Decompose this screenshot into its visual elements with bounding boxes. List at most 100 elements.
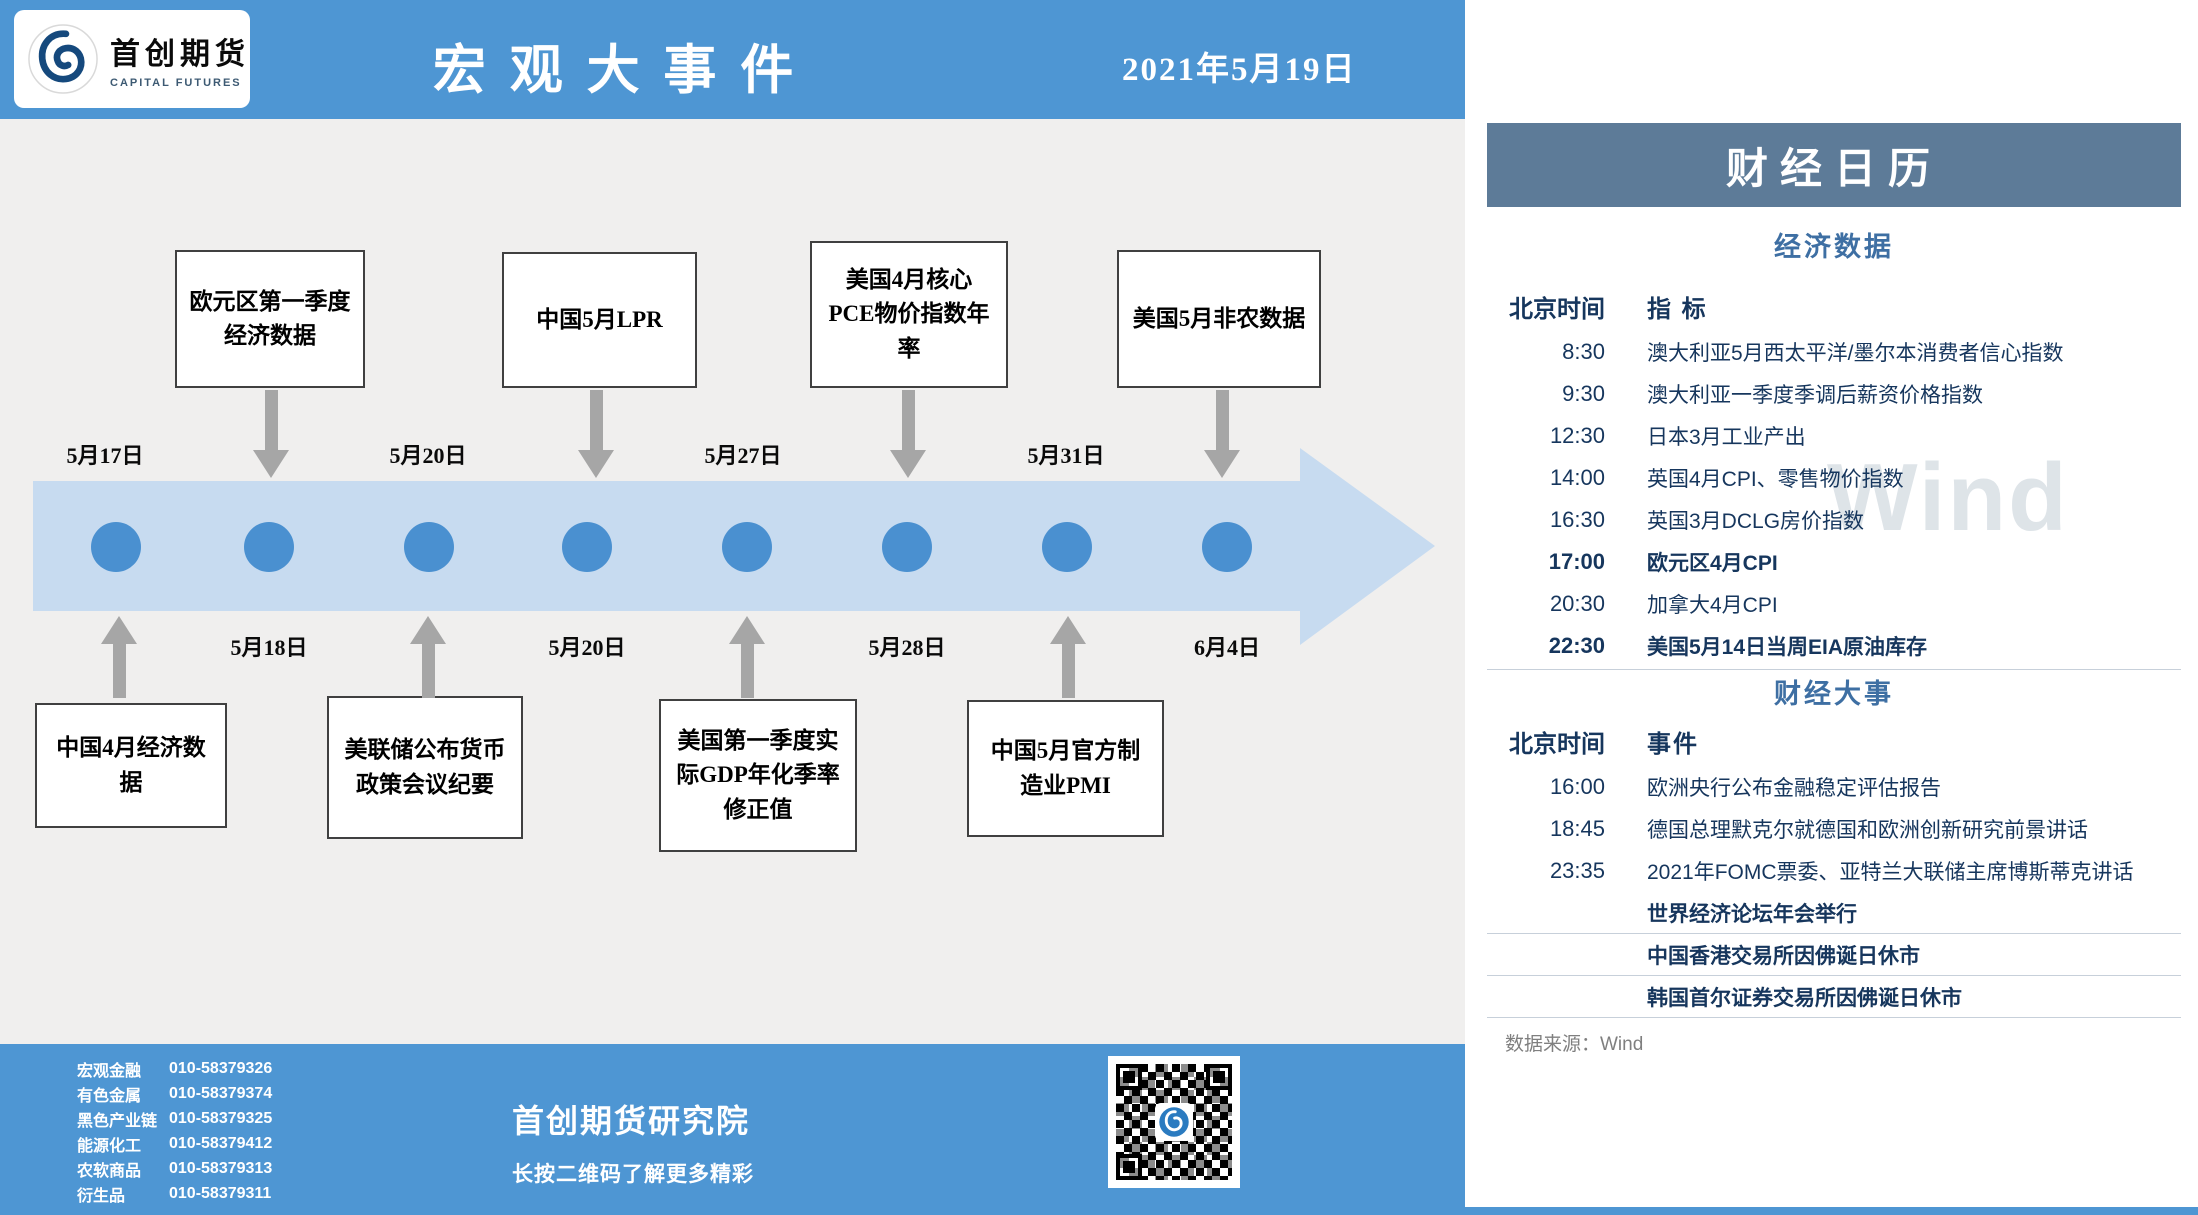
row-text: 美国5月14日当周EIA原油库存 xyxy=(1647,636,1928,659)
timeline-node-4 xyxy=(562,522,612,572)
qr-code xyxy=(1108,1056,1240,1188)
row-time: 17:00 xyxy=(1548,549,1605,574)
event-row: 世界经济论坛年会举行 xyxy=(1487,892,2181,934)
row-text: 中国香港交易所因佛诞日休市 xyxy=(1647,944,1920,968)
qr-finder-icon xyxy=(1206,1064,1232,1090)
events-columns-header: 北京时间 事件 xyxy=(1487,726,2181,758)
contact-label: 能源化工 xyxy=(77,1137,142,1155)
event-row: 韩国首尔证券交易所因佛诞日休市 xyxy=(1487,976,2181,1018)
row-text: 英国3月DCLG房价指数 xyxy=(1647,510,1865,533)
footer-bar: 宏观金融 010-58379326 有色金属 010-58379374 黑色产业链 0… xyxy=(0,1044,1465,1215)
event-box-china-lpr: 中国5月LPR xyxy=(502,252,697,388)
bottom-accent-strip xyxy=(0,1207,2198,1215)
capital-futures-logo-icon xyxy=(26,22,100,96)
header-bar: 首创期货 CAPITAL FUTURES 宏观大事件 2021年5月19日 xyxy=(0,0,1465,119)
calendar-title-bar: 财经日历 xyxy=(1487,123,2181,207)
contact-label: 黑色产业链 xyxy=(77,1112,158,1130)
contact-list: 宏观金融 010-58379326 有色金属 010-58379374 黑色产业链 0… xyxy=(77,1056,272,1206)
wind-watermark: Wind xyxy=(1827,444,2069,551)
contact-phone: 010-58379325 xyxy=(169,1109,273,1127)
logo-block: 首创期货 CAPITAL FUTURES xyxy=(14,10,250,108)
timeline-node-3 xyxy=(404,522,454,572)
row-text: 欧洲央行公布金融稳定评估报告 xyxy=(1647,777,1941,800)
event-box-fomc-minutes: 美联储公布货币政策会议纪要 xyxy=(327,696,523,839)
row-time: 22:30 xyxy=(1548,633,1605,658)
down-arrow-icon xyxy=(578,390,614,478)
up-arrow-icon xyxy=(410,616,446,698)
economic-row: 9:30 澳大利亚一季度季调后薪资价格指数 xyxy=(1487,373,2181,415)
row-text: 澳大利亚一季度季调后薪资价格指数 xyxy=(1647,384,1983,407)
qr-finder-icon xyxy=(1116,1154,1142,1180)
row-text: 欧元区4月CPI xyxy=(1647,552,1778,575)
event-box-us-gdp-revision: 美国第一季度实际GDP年化季率修正值 xyxy=(659,699,857,852)
row-time: 16:30 xyxy=(1549,507,1605,532)
timeline-date-3: 5月20日 xyxy=(389,443,467,468)
contact-phone: 010-58379326 xyxy=(169,1059,273,1077)
event-column-header: 事件 xyxy=(1647,730,1699,758)
event-row: 中国香港交易所因佛诞日休市 xyxy=(1487,934,2181,976)
event-box-eurozone-q1-gdp: 欧元区第一季度经济数据 xyxy=(175,250,365,388)
row-text: 英国4月CPI、零售物价指数 xyxy=(1647,468,1904,491)
time-column-header: 北京时间 xyxy=(1509,730,1605,758)
row-time: 9:30 xyxy=(1562,381,1605,406)
timeline-date-6: 5月28日 xyxy=(868,635,946,660)
economic-row: 17:00 欧元区4月CPI xyxy=(1487,541,2181,583)
event-box-us-nonfarm: 美国5月非农数据 xyxy=(1117,250,1321,388)
economic-row: 14:00 英国4月CPI、零售物价指数 xyxy=(1487,457,2181,499)
qr-pattern xyxy=(1116,1064,1232,1180)
timeline-date-2: 5月18日 xyxy=(230,635,308,660)
calendar-title: 财经日历 xyxy=(1725,146,1942,193)
contact-phone: 010-58379374 xyxy=(169,1084,273,1102)
contact-label: 宏观金融 xyxy=(77,1062,142,1080)
contact-phone: 010-58379311 xyxy=(169,1184,272,1202)
logo-text: 首创期货 CAPITAL FUTURES xyxy=(110,29,250,89)
logo-name: 首创期货 xyxy=(110,38,250,71)
row-time: 18:45 xyxy=(1549,816,1605,841)
timeline-date-7: 5月31日 xyxy=(1027,443,1105,468)
research-institute-block: 首创期货研究院 长按二维码了解更多精彩 xyxy=(512,1096,754,1188)
timeline-date-5: 5月27日 xyxy=(704,443,782,468)
economic-row: 20:30 加拿大4月CPI xyxy=(1487,583,2181,625)
row-text: 日本3月工业产出 xyxy=(1647,426,1806,449)
down-arrow-icon xyxy=(253,390,289,478)
up-arrow-icon xyxy=(729,616,765,698)
qr-center-logo-icon xyxy=(1155,1103,1193,1141)
page-title: 宏观大事件 xyxy=(432,42,818,100)
report-date: 2021年5月19日 xyxy=(1122,52,1357,88)
row-text: 加拿大4月CPI xyxy=(1647,594,1778,617)
indicator-column-header: 指 标 xyxy=(1647,295,1708,323)
qr-hint-text: 长按二维码了解更多精彩 xyxy=(512,1163,754,1186)
timeline-node-7 xyxy=(1042,522,1092,572)
row-text: 世界经济论坛年会举行 xyxy=(1647,902,1857,926)
contact-phone: 010-58379412 xyxy=(169,1134,273,1152)
timeline-date-1: 5月17日 xyxy=(66,443,144,468)
up-arrow-icon xyxy=(101,616,137,698)
economic-section-title: 经济数据 xyxy=(1774,232,1894,262)
logo-subtitle: CAPITAL FUTURES xyxy=(110,77,242,89)
timeline-date-4: 5月20日 xyxy=(548,635,626,660)
economic-columns-header: 北京时间 指 标 xyxy=(1487,291,2181,323)
row-time: 20:30 xyxy=(1549,591,1605,616)
row-time: 23:35 xyxy=(1549,858,1605,883)
down-arrow-icon xyxy=(890,390,926,478)
row-text: 德国总理默克尔就德国和欧洲创新研究前景讲话 xyxy=(1647,819,2088,842)
row-text: 澳大利亚5月西太平洋/墨尔本消费者信心指数 xyxy=(1647,342,2064,365)
contact-label: 有色金属 xyxy=(77,1087,142,1105)
economic-row: 16:30 英国3月DCLG房价指数 xyxy=(1487,499,2181,541)
row-time: 14:00 xyxy=(1549,465,1605,490)
timeline-node-5 xyxy=(722,522,772,572)
qr-finder-icon xyxy=(1116,1064,1142,1090)
event-box-china-april-data: 中国4月经济数据 xyxy=(35,703,227,828)
timeline-node-8 xyxy=(1202,522,1252,572)
research-institute-title: 首创期货研究院 xyxy=(512,1103,751,1139)
timeline-node-2 xyxy=(244,522,294,572)
contact-phone: 010-58379313 xyxy=(169,1159,273,1177)
timeline-node-1 xyxy=(91,522,141,572)
